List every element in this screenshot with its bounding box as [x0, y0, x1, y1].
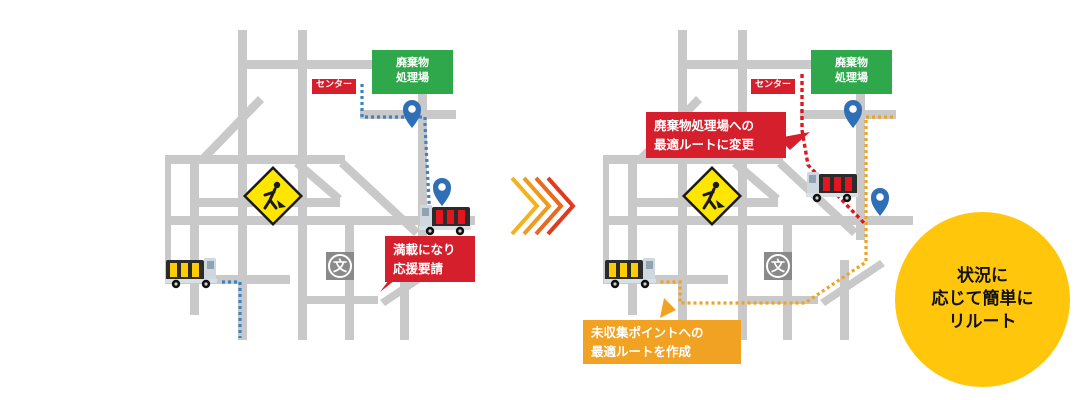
callout-line: 廃棄物処理場への: [654, 118, 755, 133]
chevron-arrow-icon: [510, 176, 576, 236]
new-route-callout: 未収集ポイントへの 最適ルートを作成: [583, 320, 741, 364]
construction-warning-icon: [682, 166, 742, 226]
callout-pointer: [778, 132, 810, 150]
school-symbol-text: 文: [333, 258, 348, 275]
right-orange-route: [660, 115, 893, 305]
school-symbol-text: 文: [771, 258, 786, 275]
garbage-truck-icon: [806, 172, 858, 203]
badge-line: 応じて簡単に: [931, 289, 1034, 309]
garbage-truck-icon: [419, 205, 471, 236]
center-label: センター: [750, 78, 796, 95]
badge-line: 状況に: [957, 266, 1008, 286]
badge-line: リルート: [948, 312, 1017, 332]
location-pin-icon: [433, 178, 451, 206]
callout-line: 未収集ポイントへの: [591, 325, 704, 340]
callout-line: 最適ルートを作成: [591, 344, 692, 359]
center-label: センター: [311, 78, 357, 95]
request-help-callout: 満載になり 応援要請: [385, 236, 475, 282]
waste-facility-label: 廃棄物 処理場: [811, 50, 892, 94]
callout-line: 満載になり: [393, 242, 456, 257]
callout-line: 最適ルートに変更: [654, 137, 755, 152]
facility-label-line: 廃棄物: [835, 56, 868, 69]
easy-reroute-badge: 状況に 応じて簡単に リルート: [895, 212, 1070, 387]
callout-line: 応援要請: [393, 261, 444, 276]
facility-label-line: 廃棄物: [396, 56, 429, 69]
callout-pointer: [660, 298, 676, 318]
waste-facility-label: 廃棄物 処理場: [372, 50, 453, 94]
left-blue-route-lower: [222, 280, 242, 338]
reroute-to-facility-callout: 廃棄物処理場への 最適ルートに変更: [646, 112, 786, 158]
construction-warning-icon: [243, 166, 303, 226]
location-pin-icon: [871, 188, 889, 216]
facility-label-line: 処理場: [396, 71, 429, 84]
facility-label-line: 処理場: [835, 71, 868, 84]
